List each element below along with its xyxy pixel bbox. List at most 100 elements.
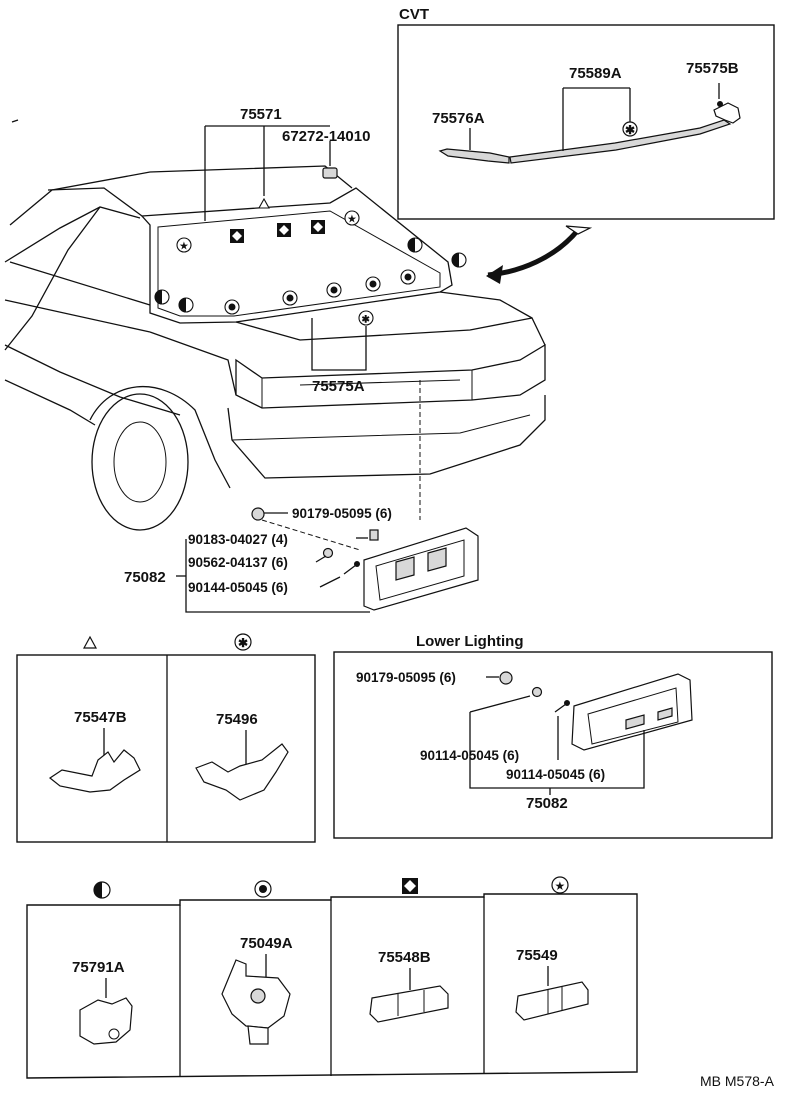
cvt-callout-arrowhead [486, 265, 503, 284]
clip-75496 [195, 743, 289, 801]
cvt-molding-center [509, 119, 732, 164]
lower-leader-bracket [469, 695, 645, 789]
clip-75791a [79, 997, 133, 1045]
clip-75791a-label: 75791A [72, 959, 125, 976]
trunk-edge [439, 291, 533, 319]
asterisk-circle-symbol [622, 121, 638, 137]
star-circle-symbol [551, 876, 569, 894]
star-circle-symbol [176, 237, 192, 253]
asterisk-circle-symbol [234, 633, 252, 651]
star-circle-symbol [344, 210, 360, 226]
trunk-lid [235, 317, 546, 346]
cvt-panel-title: CVT [399, 6, 429, 23]
car-door-line [4, 261, 151, 333]
leader-75571 [204, 125, 330, 221]
star-glyph: ★ [347, 214, 357, 226]
leader-f1-dash [261, 519, 361, 551]
cvt-leader-a [562, 87, 631, 151]
margin-mark [11, 119, 19, 123]
car-rear-view: ★ ★ ✱ 75571 67272-14010 75575A [4, 106, 546, 613]
cvt-molding-end-piece [713, 102, 741, 124]
clip-panel-b-frame [26, 893, 638, 1079]
label-75571: 75571 [240, 106, 282, 123]
label-fastener-2: 90183-04027 (4) [188, 532, 288, 547]
leader-75082-bracket [185, 539, 370, 613]
car-side-window [4, 206, 141, 263]
license-bracket-lamp-holes [395, 547, 447, 581]
clip-90183 [369, 529, 379, 541]
wheel-arch [89, 385, 231, 489]
cvt-end-fastener [717, 101, 723, 107]
lower-bracket-recess [587, 687, 679, 745]
triangle-symbol [82, 635, 98, 649]
nut-90179 [251, 507, 265, 521]
rear-lamp-panel [235, 343, 546, 409]
rear-wheel [91, 393, 189, 531]
label-75575a: 75575A [312, 378, 365, 395]
clip-75549 [515, 981, 589, 1021]
svg-text:★: ★ [555, 879, 566, 893]
rear-fender [149, 331, 237, 396]
lower-lighting-frame [333, 651, 773, 839]
lower-label-fastener-3: 90114-05045 (6) [506, 767, 605, 782]
cvt-label-c: 75576A [432, 110, 485, 127]
clip-75496-label: 75496 [216, 711, 258, 728]
car-a-pillar [4, 206, 101, 351]
screw-90144 [343, 564, 357, 575]
rear-lamp-divisions [261, 370, 473, 408]
cvt-panel-frame [397, 24, 775, 220]
triangle-symbol [258, 197, 270, 209]
cvt-label-b: 75575B [686, 60, 739, 77]
clip-panel-b: ★ 75791A 75049A 75548B 75549 [26, 876, 638, 1079]
label-fastener-4: 90144-05045 (6) [188, 580, 288, 595]
label-fastener-1: 90179-05095 (6) [292, 506, 392, 521]
window-clip-symbols: ★ ★ ✱ [154, 197, 467, 326]
svg-text:✱: ✱ [238, 636, 248, 650]
label-67272: 67272-14010 [282, 128, 370, 145]
lower-screw [554, 703, 567, 713]
nut-90562 [322, 547, 334, 559]
part-67272-clip [322, 167, 338, 179]
asterisk-circle-symbol [358, 310, 374, 326]
license-bracket-recess [375, 539, 465, 601]
car-roof-line [9, 165, 353, 226]
label-75082: 75082 [124, 569, 166, 586]
cvt-panel: CVT ✱ 75589A 75575B 75576A [397, 6, 775, 220]
star-glyph: ★ [179, 241, 189, 253]
clip-75549-label: 75549 [516, 947, 558, 964]
clip-75547b [48, 749, 141, 793]
license-plate-bracket [363, 527, 479, 611]
lower-lighting-panel: Lower Lighting 90179-05095 (6) 90114-050… [333, 633, 773, 839]
lower-label-fastener-2: 90114-05045 (6) [420, 748, 519, 763]
clip-75049a-label: 75049A [240, 935, 293, 952]
car-rocker [4, 379, 96, 426]
lower-nut-90179 [499, 671, 513, 685]
rear-wheel-hub [113, 421, 167, 503]
cvt-callout-arrow-tail [565, 225, 593, 235]
clip-panel-a: ✱ 75547B 75496 [16, 633, 316, 843]
asterisk-glyph: ✱ [625, 123, 635, 137]
rear-window-inner [157, 210, 441, 317]
cvt-label-a: 75589A [569, 65, 622, 82]
clip-75548b [369, 985, 449, 1023]
lower-label-fastener-1: 90179-05095 (6) [356, 670, 456, 685]
drawing-code: MB M578-A [700, 1073, 775, 1089]
clip-75547b-label: 75547B [74, 709, 127, 726]
lower-bracket [571, 673, 693, 751]
clip-75548b-label: 75548B [378, 949, 431, 966]
lower-label-75082: 75082 [526, 795, 568, 812]
svg-text:✱: ✱ [362, 315, 371, 326]
cvt-molding-left [438, 148, 510, 164]
bumper-line [231, 414, 531, 441]
label-fastener-3: 90562-04137 (6) [188, 555, 288, 570]
car-roof-inner [47, 187, 143, 217]
lower-lighting-title: Lower Lighting [416, 633, 523, 650]
lower-nut-90114 [531, 686, 543, 698]
leader-75575a [311, 318, 367, 371]
leader-f3 [315, 555, 327, 563]
clip-panel-a-frame [16, 654, 316, 843]
leader-f4 [319, 576, 341, 588]
car-side-crease [4, 344, 181, 416]
